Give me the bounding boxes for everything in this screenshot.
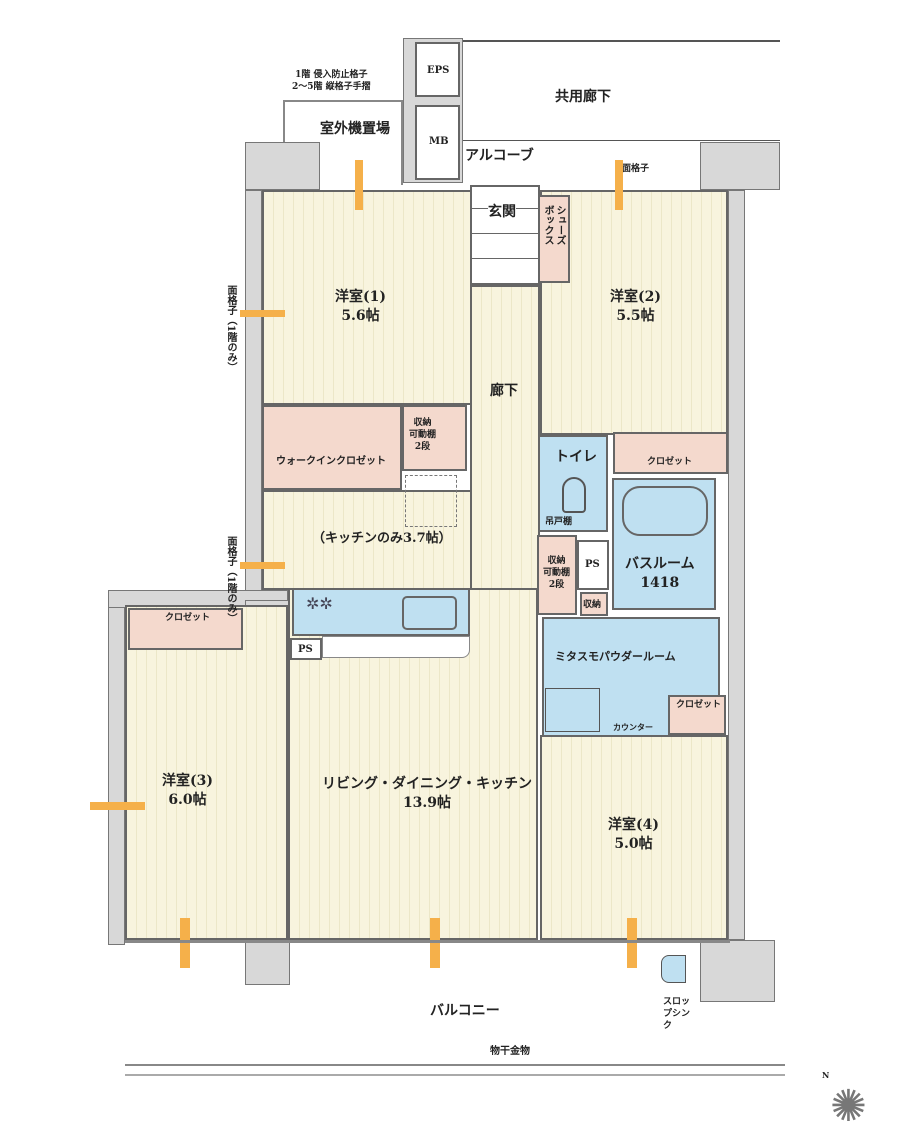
balcony-column [245,940,290,985]
kitchen-dashed-area [405,475,457,527]
grille-top-label: 面格子 [622,164,650,174]
alcove-label: アルコーブ [465,148,534,164]
balcony-window-line [125,940,730,943]
hallway [470,285,540,615]
north-label: N [822,1070,830,1080]
slop-sink-label: スロップシンク [663,997,691,1032]
wall-block [245,142,320,190]
room1-label: 洋室(1)5.6帖 [335,289,386,324]
outdoor-unit-label: 室外機置場 [320,121,390,137]
mb-room: MB [415,105,460,180]
shared-corridor-label: 共用廊下 [555,89,611,105]
balcony-rail [125,1064,785,1066]
corridor-line [460,40,780,42]
airflow-arrow-icon [180,918,190,968]
stove-burner-icon: ✲✲ [306,594,333,613]
right-wall [728,190,745,940]
toilet-label: トイレ [555,449,597,465]
grille-side-label-1: 面格子（1階のみ） [225,285,236,372]
shoe-box-label: シューズボックス [542,205,565,245]
balcony-column [700,940,775,1002]
airflow-arrow-icon [240,562,285,569]
airflow-arrow-icon [615,160,623,210]
shoe-box: シューズボックス [538,195,570,283]
washing-machine-icon [545,688,600,732]
wall-block [700,142,780,190]
hallway-label: 廊下 [490,383,518,399]
western-room-2 [540,190,728,435]
kitchen-area [262,490,472,590]
grille-side-label-2: 面格子（1階のみ） [225,536,236,623]
closet-room4: クロゼット [668,695,726,735]
airflow-arrow-icon [355,160,363,210]
walk-in-closet-label: ウォークインクロゼット [276,456,386,467]
room2-label: 洋室(2)5.5帖 [610,289,661,324]
corridor-line [460,140,780,141]
closet-room3: クロゼット [128,608,243,650]
walk-in-closet [262,405,402,490]
balcony-rail [125,1074,785,1076]
airflow-arrow-icon [430,918,440,968]
entrance-floor [470,185,540,285]
kitchen-only-label: （キッチンのみ3.7帖） [312,531,452,546]
airflow-arrow-icon [90,802,145,810]
bathtub-icon [622,486,708,536]
kitchen-counter: ✲✲ [292,588,470,636]
western-room-4 [540,735,728,940]
sink-icon [402,596,457,630]
balcony-label: バルコニー [430,1003,500,1019]
counter-top [322,636,470,658]
airflow-arrow-icon [240,310,285,317]
ps-bath: PS [577,540,609,590]
storage-shelf-2: 収納 可動棚 2段 [537,535,577,615]
room3-label: 洋室(3)6.0帖 [162,773,213,808]
room4-label: 洋室(4)5.0帖 [608,817,659,852]
western-room-1 [262,190,472,405]
eps-room: EPS [415,42,460,97]
left-wall-lower [108,590,125,945]
compass-icon: N ✺ [822,1070,867,1132]
western-room-3 [125,605,288,940]
storage-shelf-1: 収納 可動棚 2段 [402,405,467,471]
left-wall [245,190,262,600]
drying-hardware-label: 物干金物 [490,1046,530,1057]
storage-small: 収納 [580,592,608,616]
toilet-bowl-icon [562,477,586,513]
bathroom [612,478,716,610]
powder-room-label: ミタスモパウダールーム [555,650,676,663]
ps-kitchen: PS [290,638,322,660]
counter-label: カウンター [613,722,653,732]
slop-sink-icon [661,955,686,983]
airflow-arrow-icon [627,918,637,968]
entrance-label: 玄関 [488,203,516,222]
hanging-shelf-label: 吊戸棚 [545,517,573,527]
closet-room2: クロゼット [613,432,728,474]
